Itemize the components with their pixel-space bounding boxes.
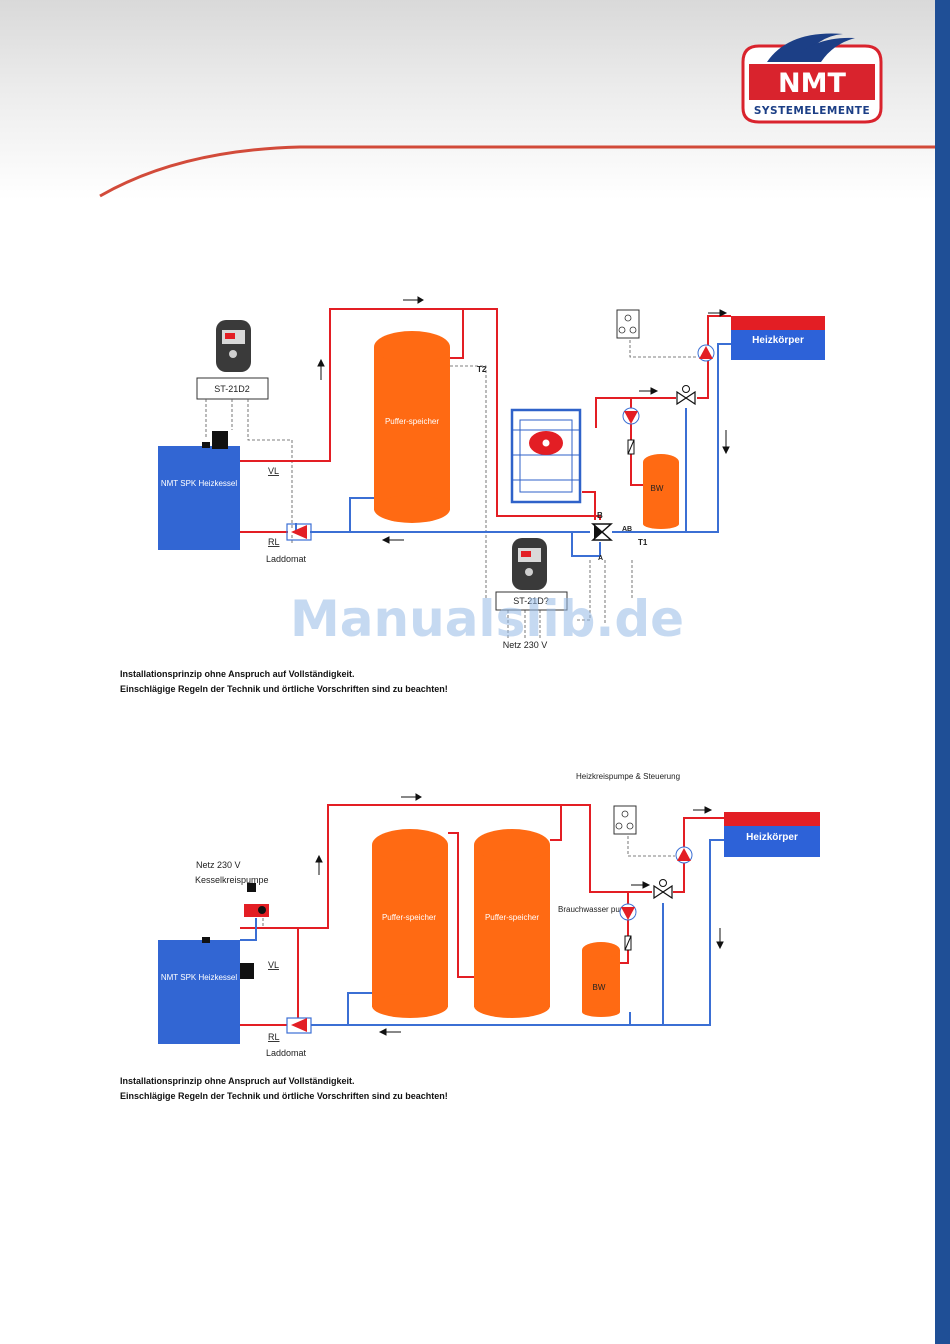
diagram-2: NMT SPK Heizkessel Netz 230 V Kesselkrei… — [158, 772, 820, 1058]
sensor-t2: T2 — [477, 365, 487, 374]
diagram-1: ST-21D2 NMT SPK Heizkessel — [158, 296, 825, 650]
buffer-label: Puffer-speicher — [385, 417, 439, 426]
boiler2-flue — [240, 963, 254, 979]
dhw-pump — [622, 407, 640, 455]
buffer2-label: Puffer-speicher — [485, 913, 539, 922]
buffer-tank-2 — [474, 829, 550, 1018]
heating-controller — [613, 805, 637, 835]
rl-label: RL — [268, 537, 280, 547]
flow-arrows-2 — [315, 793, 724, 1036]
boiler-label: NMT SPK Heizkessel — [161, 479, 238, 488]
laddomat-valve-2 — [286, 1017, 312, 1034]
boiler-flue — [212, 431, 228, 449]
boiler-2 — [158, 940, 240, 1044]
buffer-tank-1 — [372, 829, 448, 1018]
mains-label-2: Netz 230 V — [196, 860, 241, 870]
three-way-valve — [591, 523, 613, 541]
logo-wordmark: NMT — [778, 68, 846, 99]
vl-label-2: VL — [268, 960, 279, 970]
note2-line1: Installationsprinzip ohne Anspruch auf V… — [120, 1076, 355, 1086]
port-b: B — [597, 511, 603, 520]
heating-pump — [697, 344, 715, 362]
controller-label: ST-21D2 — [214, 384, 250, 394]
buffer1-label: Puffer-speicher — [382, 913, 436, 922]
boiler2-label: NMT SPK Heizkessel — [161, 973, 238, 982]
port-ab: AB — [622, 526, 632, 533]
dhw-tank — [643, 454, 679, 529]
boiler2-port — [202, 937, 210, 943]
boiler — [158, 446, 240, 550]
laddomat-valve — [286, 523, 312, 541]
controller2-label-box — [495, 591, 568, 611]
vl-label: VL — [268, 466, 279, 476]
supply-pipes-2 — [240, 804, 724, 1026]
radiator-top — [731, 316, 825, 330]
radiator2-top — [724, 812, 820, 826]
port-a: A — [598, 555, 603, 562]
heating-pump-2 — [675, 846, 693, 864]
right-edge-bar — [935, 0, 950, 1344]
buffer-tank — [374, 331, 450, 523]
radiator2-bottom — [724, 826, 820, 857]
note1-line2: Einschlägige Regeln der Technik und örtl… — [120, 684, 448, 694]
radiator-bottom — [731, 330, 825, 360]
note2-line2: Einschlägige Regeln der Technik und örtl… — [120, 1091, 448, 1101]
dhw-tank2-label: BW — [593, 983, 606, 992]
mains-label: Netz 230 V — [503, 640, 548, 650]
logo-shape — [741, 33, 883, 124]
return-pipes — [295, 343, 731, 557]
dhw-tank-label: BW — [651, 484, 664, 493]
laddomat-label: Laddomat — [266, 554, 307, 564]
room-thermostat — [616, 309, 640, 339]
note1-line1: Installationsprinzip ohne Anspruch auf V… — [120, 669, 355, 679]
laddomat-label-2: Laddomat — [266, 1048, 307, 1058]
dhw-pump-label: Brauchwasser pumpe — [558, 905, 636, 914]
installation-note-1: Installationsprinzip ohne Anspruch auf V… — [120, 667, 448, 697]
boiler-port — [202, 442, 210, 448]
boiler-pump-label: Kesselkreispumpe — [195, 875, 269, 885]
installation-note-2: Installationsprinzip ohne Anspruch auf V… — [120, 1074, 448, 1104]
radiator-label: Heizkörper — [752, 335, 804, 346]
rl-label-2: RL — [268, 1032, 280, 1042]
sensor-t1: T1 — [638, 538, 648, 547]
sensor-wires — [205, 340, 697, 640]
watermark: Manualslib.de — [290, 590, 685, 648]
nmt-logo: NMT SYSTEMELEMENTE — [737, 32, 887, 124]
controller-device — [216, 320, 251, 372]
boiler-pump — [244, 904, 269, 917]
mixing-valve-2 — [653, 879, 673, 900]
heating-pump-ctrl-label: Heizkreispumpe & Steuerung — [576, 772, 680, 781]
controller-device-2 — [512, 538, 547, 590]
plate-heat-exchanger — [510, 408, 582, 504]
boiler-pump-terminal — [247, 883, 256, 892]
mixing-valve — [676, 385, 696, 406]
return-pipes-2 — [240, 839, 724, 1026]
dhw-pump-2 — [619, 903, 637, 951]
flow-arrows — [317, 296, 730, 544]
header-swoosh — [99, 145, 935, 198]
control-wires-2 — [262, 836, 675, 928]
logo-subtitle: SYSTEMELEMENTE — [753, 105, 871, 117]
radiator2-label: Heizkörper — [746, 832, 798, 843]
controller2-label: ST-21D? — [513, 596, 549, 606]
dhw-tank-2 — [582, 942, 620, 1017]
controller-label-box — [196, 377, 269, 400]
